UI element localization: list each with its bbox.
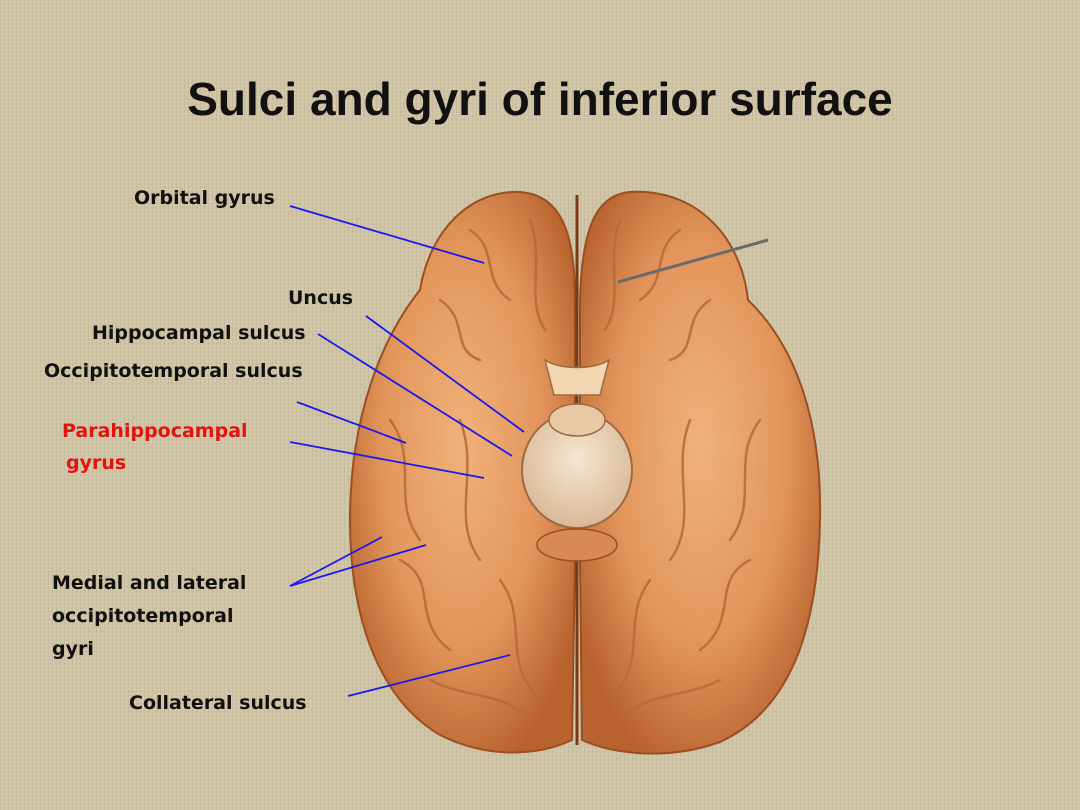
occipitotemporal-sulcus-leader xyxy=(296,401,407,444)
label-medial-lateral-line1: Medial and lateral xyxy=(52,572,247,594)
collateral-sulcus-leader xyxy=(347,654,511,697)
label-medial-lateral-line2: occipitotemporal xyxy=(52,605,234,627)
label-orbital-gyrus: Orbital gyrus xyxy=(134,187,275,209)
label-parahippocampal-gyrus-line1: Parahippocampal xyxy=(62,420,248,442)
cerebellum-stub xyxy=(536,528,618,562)
label-medial-lateral-line3: gyri xyxy=(52,638,94,660)
uncus-leader xyxy=(365,315,525,433)
orbital-gyrus-leader xyxy=(289,205,485,264)
gyri-folds xyxy=(388,218,762,722)
label-hippocampal-sulcus: Hippocampal sulcus xyxy=(92,322,306,344)
mammillary-bodies xyxy=(548,403,606,437)
hippocampal-sulcus-leader xyxy=(317,333,513,457)
label-collateral-sulcus: Collateral sulcus xyxy=(129,692,307,714)
leader-lines xyxy=(289,205,525,697)
probe-instrument xyxy=(617,238,769,284)
parahippocampal-leader xyxy=(289,441,485,479)
slide-title: Sulci and gyri of inferior surface xyxy=(187,73,893,125)
left-hemisphere xyxy=(348,190,576,754)
label-parahippocampal-gyrus-line2: gyrus xyxy=(66,452,127,474)
lateral-occipitotemporal-leader xyxy=(289,544,427,587)
label-uncus: Uncus xyxy=(288,287,354,309)
right-hemisphere xyxy=(579,190,822,755)
label-occipitotemporal-sulcus: Occipitotemporal sulcus xyxy=(44,360,303,382)
medial-occipitotemporal-leader xyxy=(289,536,383,587)
optic-chiasm xyxy=(543,358,611,396)
